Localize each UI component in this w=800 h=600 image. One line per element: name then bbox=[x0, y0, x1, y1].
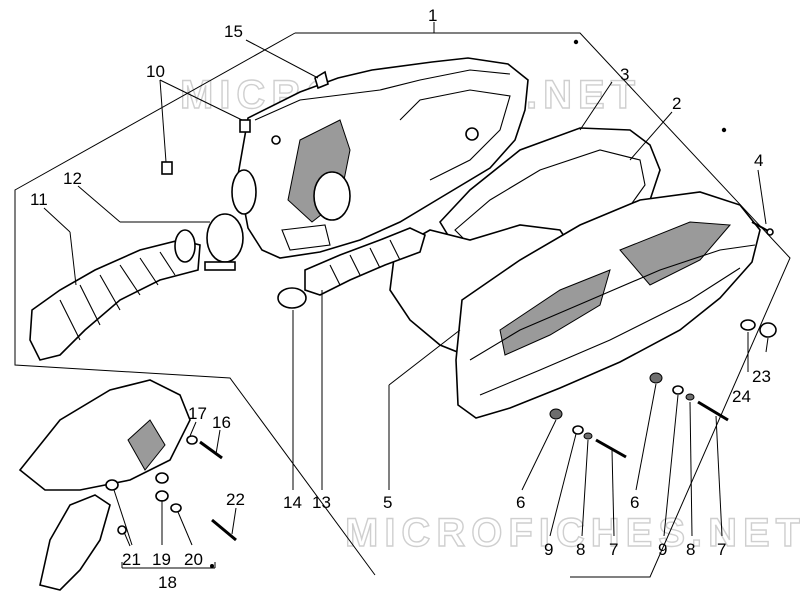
small-clamp bbox=[277, 287, 307, 309]
clip-15 bbox=[314, 70, 329, 90]
dot-marker bbox=[721, 127, 727, 133]
air-box-cover bbox=[455, 191, 761, 419]
intake-duct bbox=[29, 229, 201, 361]
callout-24: 24 bbox=[732, 387, 751, 406]
callout-15: 15 bbox=[224, 22, 243, 41]
callout-8b: 8 bbox=[686, 540, 695, 559]
callout-labels: 1 2 3 4 5 6 6 7 7 8 8 9 9 10 11 12 13 14… bbox=[30, 6, 771, 592]
grommet-parts bbox=[740, 319, 777, 338]
washers-screws bbox=[549, 372, 729, 459]
lower-bracket-assembly bbox=[18, 379, 237, 591]
callout-23: 23 bbox=[752, 367, 771, 386]
callout-13: 13 bbox=[312, 493, 331, 512]
callout-5: 5 bbox=[383, 493, 392, 512]
callout-18: 18 bbox=[158, 573, 177, 592]
callout-7a: 7 bbox=[609, 540, 618, 559]
clips bbox=[161, 119, 251, 175]
callout-20: 20 bbox=[184, 550, 203, 569]
hose-clamp bbox=[204, 213, 244, 271]
watermark-bottom: MICROFICHES.NET bbox=[345, 511, 800, 555]
callout-14: 14 bbox=[283, 493, 302, 512]
callout-17: 17 bbox=[188, 404, 207, 423]
callout-3: 3 bbox=[620, 65, 629, 84]
leader-lines bbox=[43, 39, 769, 547]
callout-10: 10 bbox=[146, 62, 165, 81]
callout-6a: 6 bbox=[516, 493, 525, 512]
callout-2: 2 bbox=[672, 94, 681, 113]
screw-4 bbox=[751, 221, 774, 236]
callout-11: 11 bbox=[30, 190, 48, 209]
callout-7b: 7 bbox=[717, 540, 726, 559]
callout-12: 12 bbox=[63, 169, 82, 188]
callout-19: 19 bbox=[152, 550, 171, 569]
dot-marker bbox=[573, 39, 579, 45]
callout-1: 1 bbox=[428, 6, 437, 25]
callout-9b: 9 bbox=[658, 540, 667, 559]
callout-9a: 9 bbox=[544, 540, 553, 559]
callout-22: 22 bbox=[226, 490, 245, 509]
callout-8a: 8 bbox=[576, 540, 585, 559]
air-box-housing bbox=[231, 57, 529, 259]
callout-16: 16 bbox=[212, 413, 231, 432]
dot-marker bbox=[210, 564, 214, 568]
callout-4: 4 bbox=[754, 151, 763, 170]
sub-assembly-outline bbox=[121, 562, 216, 569]
assembly-outline bbox=[14, 22, 791, 578]
callout-21: 21 bbox=[122, 550, 141, 569]
duct-13 bbox=[304, 227, 426, 296]
callout-6b: 6 bbox=[630, 493, 639, 512]
